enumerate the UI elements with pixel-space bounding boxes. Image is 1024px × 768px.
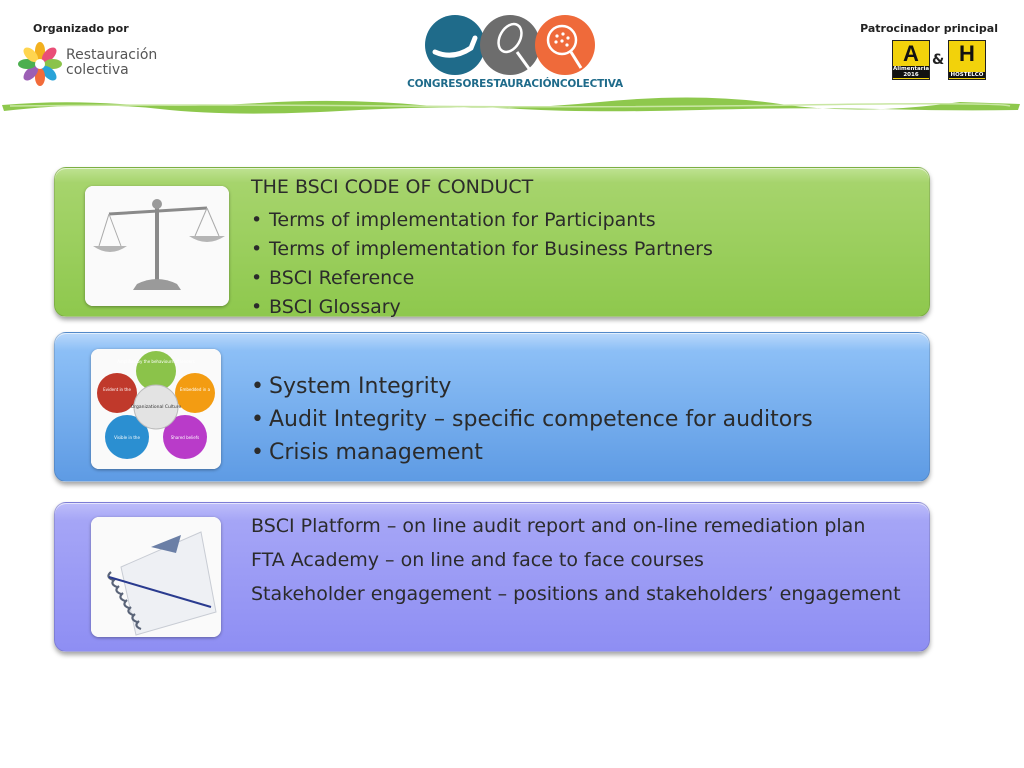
integrity-text: •System Integrity •Audit Integrity – spe… [251, 370, 813, 469]
sponsor-label: Patrocinador principal [860, 22, 998, 35]
code-of-conduct-panel: THE BSCI CODE OF CONDUCT • Terms of imple… [54, 167, 930, 318]
code-of-conduct-heading: THE BSCI CODE OF CONDUCT [251, 176, 534, 198]
list-item-text: BSCI Reference [269, 267, 415, 289]
alimentaria-caption: Alimentaria 2016 [893, 66, 930, 78]
notebook-image [91, 517, 221, 637]
sponsor-logo: A Alimentaria 2016 & H HOSTELCO [892, 40, 988, 82]
diagram-label-center: Organizational Culture [131, 404, 182, 410]
alimentaria-letter: A [903, 41, 919, 66]
organizer-label: Organizado por [33, 22, 129, 35]
list-item: Stakeholder engagement – positions and s… [251, 583, 901, 605]
bullet: • [251, 440, 264, 465]
list-item: •Audit Integrity – specific competence f… [251, 403, 813, 436]
scales-image [85, 186, 229, 306]
platform-list: BSCI Platform – on line audit report and… [251, 509, 901, 611]
alimentaria-logo: A Alimentaria 2016 [892, 40, 930, 80]
platform-text: BSCI Platform – on line audit report and… [251, 509, 901, 611]
list-item-text: Audit Integrity – specific competence fo… [269, 407, 813, 432]
list-item: • Terms of implementation for Participant… [251, 206, 713, 235]
hostelco-letter: H [959, 41, 975, 66]
list-item: • Terms of implementation for Business Pa… [251, 235, 713, 264]
hostelco-logo: H HOSTELCO [948, 40, 986, 80]
list-item: • BSCI Reference [251, 264, 713, 293]
bullet: • [251, 267, 263, 289]
organizer-logo-text-line1: Restauración [66, 47, 158, 63]
event-title: CONGRESORESTAURACIÓNCOLECTIVA [407, 78, 623, 90]
brush-stroke-divider [2, 97, 1020, 114]
bullet: • [251, 407, 264, 432]
integrity-panel: Amplified by the behaviours of leaders E… [54, 332, 930, 482]
list-item: •Crisis management [251, 436, 813, 469]
bullet: • [251, 209, 263, 231]
congreso-logo: CONGRESORESTAURACIÓNCOLECTIVA [405, 12, 625, 94]
organizer-logo-text-line2: colectiva [66, 62, 129, 78]
diagram-label-right: Embedded in a [180, 387, 211, 392]
diagram-label-bottom-left: Visible in the [114, 435, 140, 440]
spiral-notebook-icon [91, 517, 221, 637]
list-item-text: Terms of implementation for Participants [269, 209, 656, 231]
list-item-text: Crisis management [269, 440, 483, 465]
utensils-circles-icon [425, 15, 595, 75]
list-item: • BSCI Glossary [251, 293, 713, 322]
organizational-culture-image: Amplified by the behaviours of leaders E… [91, 349, 221, 469]
list-item-text: System Integrity [269, 374, 452, 399]
integrity-list: •System Integrity •Audit Integrity – spe… [251, 370, 813, 469]
organizer-logo-text: Restauración colectiva [66, 48, 157, 78]
diagram-label-top: Amplified by the behaviours of leaders [117, 359, 195, 364]
restauracion-colectiva-logo: Restauración colectiva [16, 40, 157, 90]
bullet: • [251, 238, 263, 260]
bullet: • [251, 374, 264, 399]
bullet: • [251, 296, 263, 318]
list-item: BSCI Platform – on line audit report and… [251, 515, 866, 537]
hostelco-caption: HOSTELCO [949, 72, 985, 78]
scales-of-justice-icon [85, 186, 229, 306]
list-item: •System Integrity [251, 370, 813, 403]
diagram-label-bottom-right: Shared beliefs [171, 435, 200, 440]
sponsor-ampersand: & [932, 52, 945, 68]
list-item-text: Terms of implementation for Business Par… [269, 238, 713, 260]
code-of-conduct-text: THE BSCI CODE OF CONDUCT • Terms of imple… [251, 176, 713, 322]
code-of-conduct-list: • Terms of implementation for Participant… [251, 206, 713, 322]
organizational-culture-diagram-icon: Amplified by the behaviours of leaders E… [91, 349, 221, 469]
platform-panel: BSCI Platform – on line audit report and… [54, 502, 930, 652]
list-item-text: BSCI Glossary [269, 296, 401, 318]
diagram-label-left: Evident in the [103, 387, 131, 392]
flower-logo-icon [18, 42, 62, 86]
list-item: FTA Academy – on line and face to face c… [251, 549, 704, 571]
